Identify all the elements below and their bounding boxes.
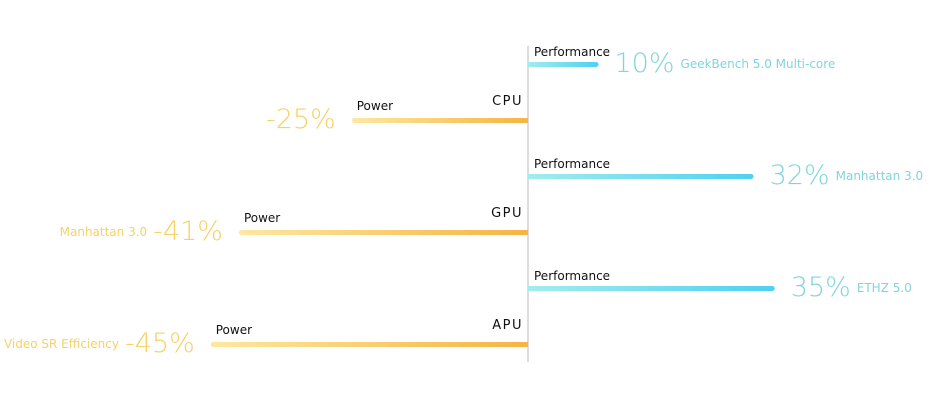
performance-value-label: 35% [791,272,851,303]
power-label: Power [244,211,280,225]
performance-benchmark-label: ETHZ 5.0 [857,281,912,295]
power-value-label: -45% [125,328,195,359]
category-label: CPU [492,94,523,109]
power-label: Power [357,99,393,113]
performance-value-label: 10% [615,48,675,79]
category-label: APU [492,318,523,333]
power-bar [238,230,528,235]
performance-label: Performance [534,269,610,283]
chart-marks: Performance 10% GeekBench 5.0 Multi-coreCP… [4,45,923,359]
performance-label: Performance [534,45,610,59]
power-bar [210,342,528,347]
performance-value-label: 32% [770,160,830,191]
power-benchmark-label: Video SR Efficiency [4,337,119,351]
performance-benchmark-label: GeekBench 5.0 Multi-core [681,57,836,71]
power-value-label: -41% [153,216,223,247]
category-label: GPU [491,206,523,221]
power-label: Power [216,323,252,337]
power-benchmark-label: Manhattan 3.0 [60,225,148,239]
performance-label: Performance [534,157,610,171]
power-bar [351,118,528,123]
power-value-label: -25% [266,104,336,135]
performance-bar [528,286,775,291]
performance-bar [528,174,754,179]
performance-bar [528,62,599,67]
performance-benchmark-label: Manhattan 3.0 [836,169,924,183]
